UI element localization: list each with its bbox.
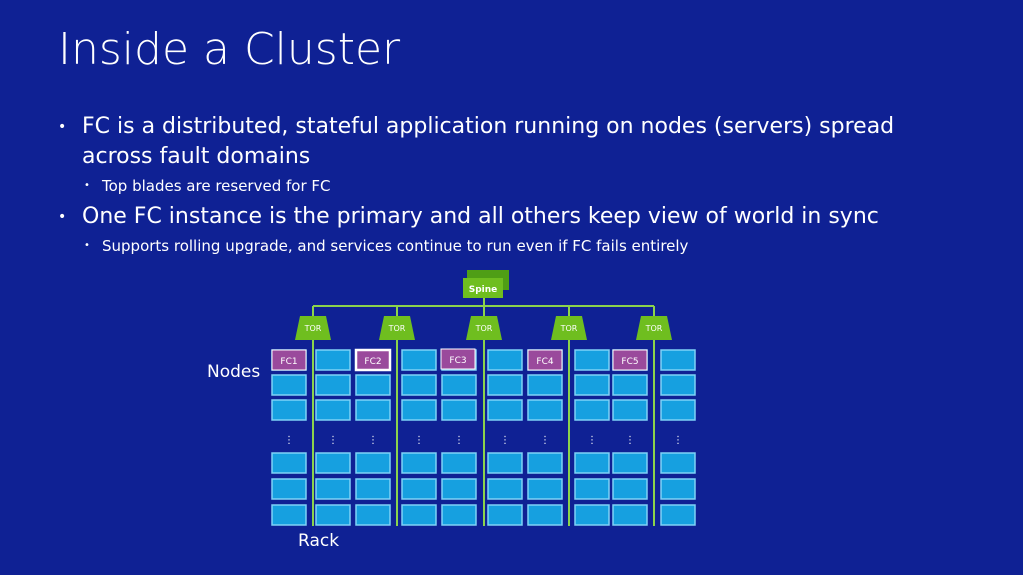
node [612,374,648,396]
node [355,478,391,500]
bullet-2: One FC instance is the primary and all o… [58,202,958,232]
node [612,452,648,474]
node [401,349,437,371]
node [612,399,648,421]
node [487,349,523,371]
node [574,452,610,474]
node [487,399,523,421]
node [527,399,563,421]
node [574,399,610,421]
tor-label-4: TOR [560,324,578,333]
node [487,452,523,474]
node [612,504,648,526]
node [527,504,563,526]
node [441,399,477,421]
node [355,399,391,421]
spine-label: Spine [469,285,498,295]
node-ellipsis: ⋮ [500,435,510,446]
node [574,349,610,371]
rack-label: Rack [298,531,339,551]
node-ellipsis: ⋮ [625,435,635,446]
node [315,349,351,371]
nodes-label: Nodes [207,362,260,382]
node [315,504,351,526]
node-ellipsis: ⋮ [414,435,424,446]
tor-label-2: TOR [388,324,406,333]
node [527,374,563,396]
node [315,452,351,474]
node [612,478,648,500]
node [271,399,307,421]
bullet-1: FC is a distributed, stateful applicatio… [58,112,958,172]
spine-switch [463,278,503,298]
fc-node-2 [354,348,392,372]
node [401,504,437,526]
node [574,478,610,500]
node [441,374,477,396]
node-ellipsis: ⋮ [454,435,464,446]
node [401,452,437,474]
sub-bullet-2: Supports rolling upgrade, and services c… [58,236,958,256]
node-ellipsis: ⋮ [540,435,550,446]
node-ellipsis: ⋮ [673,435,683,446]
fc-node-5 [612,349,648,371]
sub-bullet-1: Top blades are reserved for FC [58,176,958,196]
fc-node-1 [271,349,307,371]
node [441,504,477,526]
node [487,504,523,526]
tor-switch-3 [466,316,502,340]
node [487,478,523,500]
node [401,399,437,421]
node-ellipsis: ⋮ [328,435,338,446]
node [271,374,307,396]
node [574,374,610,396]
node [660,374,696,396]
fc-node-3 [440,348,476,370]
node [315,478,351,500]
node [271,452,307,474]
node [315,399,351,421]
fc-label-3: FC3 [449,356,466,366]
fc-node-4 [527,349,563,371]
node-ellipsis: ⋮ [368,435,378,446]
tor-label-3: TOR [475,324,493,333]
node [441,452,477,474]
bullet-list: FC is a distributed, stateful applicatio… [58,112,958,262]
fc-label-5: FC5 [621,357,638,367]
node [660,452,696,474]
tor-switch-4 [551,316,587,340]
node [487,374,523,396]
node-ellipsis: ⋮ [587,435,597,446]
slide-title: Inside a Cluster [58,24,401,75]
node [401,478,437,500]
node [660,349,696,371]
node [527,452,563,474]
node [355,374,391,396]
tor-switch-1 [295,316,331,340]
node [271,504,307,526]
node [315,374,351,396]
node [401,374,437,396]
fc-label-4: FC4 [536,357,553,367]
node [574,504,610,526]
node [660,478,696,500]
node [660,399,696,421]
tor-switch-2 [379,316,415,340]
fc-label-2: FC2 [364,357,381,367]
node [355,452,391,474]
tor-label-1: TOR [304,324,322,333]
node [355,504,391,526]
node [441,478,477,500]
node-ellipsis: ⋮ [284,435,294,446]
node [271,478,307,500]
node [527,478,563,500]
tor-switch-5 [636,316,672,340]
tor-label-5: TOR [645,324,663,333]
fc-label-1: FC1 [280,357,297,367]
node [660,504,696,526]
